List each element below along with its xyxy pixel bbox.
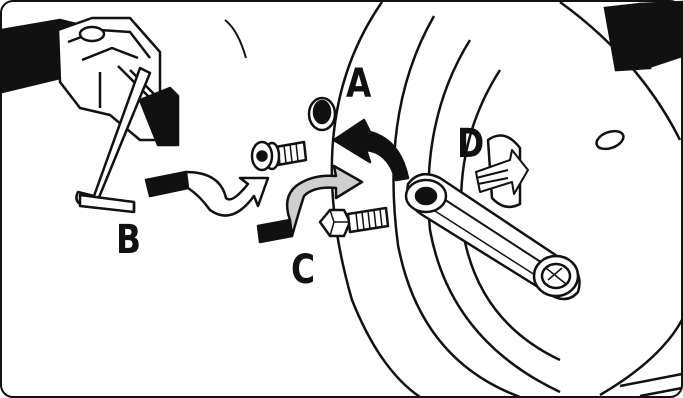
callout-label-c: C xyxy=(291,250,315,290)
plug-cap-part xyxy=(309,98,335,130)
speck-mark xyxy=(261,177,263,179)
callout-label-b: B xyxy=(116,220,141,260)
callout-label-d: D xyxy=(457,124,484,164)
callout-label-a: A xyxy=(346,64,371,104)
